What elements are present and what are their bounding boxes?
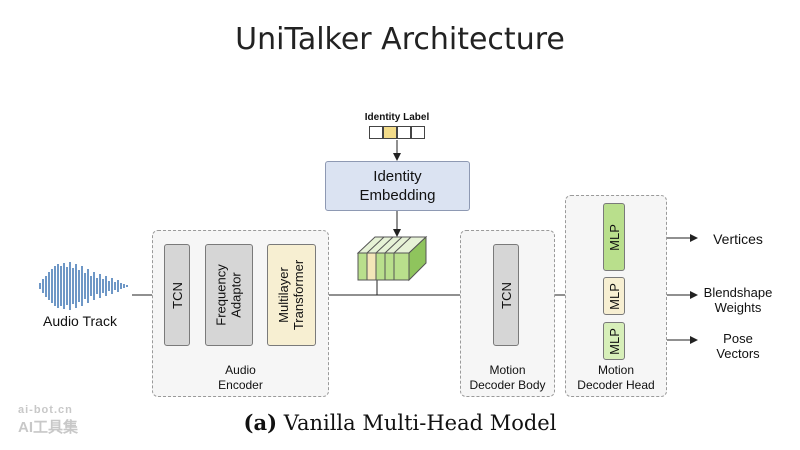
frequency-adaptor-label: Frequency Adaptor [214,264,244,325]
blendshape-line2: Weights [714,300,762,315]
tensor-junction [376,280,380,296]
decoder-tcn-block: TCN [493,244,519,346]
identity-cell-selected [383,126,397,139]
multilayer-transformer-line2: Transformer [291,259,307,331]
watermark-logo: ai-bot.cn AI工具集 [18,404,78,437]
motion-decoder-body-line2: Decoder Body [469,378,546,392]
audio-track-label: Audio Track [43,313,117,329]
audio-waveform-icon [39,262,128,310]
identity-embedding-line1: Identity [373,168,422,185]
watermark-line2: AI工具集 [18,419,79,436]
page-title: UniTalker Architecture [235,22,565,57]
pose-line1: Pose [723,331,753,346]
blendshape-output-label: Blendshape Weights [698,285,778,315]
motion-decoder-body-label: Motion Decoder Body [461,363,554,393]
mlp-label: MLP [606,282,622,310]
motion-decoder-head-label: Motion Decoder Head [566,363,666,393]
frequency-adaptor-line1: Frequency [214,264,230,326]
encoder-tcn-label: TCN [169,281,185,309]
caption-text: Vanilla Multi-Head Model [277,411,557,435]
watermark-line1: ai-bot.cn [18,404,73,416]
audio-encoder-label-line2: Encoder [218,378,263,392]
identity-tensor-icon [356,235,428,282]
identity-cell [369,126,383,139]
identity-cell [397,126,411,139]
multilayer-transformer-label: Multilayer Transformer [277,260,307,330]
caption-tag: (a) [243,410,278,435]
motion-decoder-head-line1: Motion [597,363,635,377]
mlp-label: MLP [606,223,622,251]
frequency-adaptor-line2: Adaptor [229,272,245,318]
blendshape-line1: Blendshape [703,285,773,300]
mlp-block-blendshape: MLP [603,277,625,315]
mlp-block-vertices: MLP [603,203,625,271]
motion-decoder-head-line2: Decoder Head [577,378,655,392]
frequency-adaptor-block: Frequency Adaptor [205,244,253,346]
identity-embedding-block: Identity Embedding [325,161,470,211]
decoder-tcn-label: TCN [498,281,514,309]
motion-decoder-body-line1: Motion [489,363,526,377]
identity-cell [411,126,425,139]
vertices-output-label: Vertices [713,231,763,247]
pose-line2: Vectors [716,346,760,361]
mlp-block-pose: MLP [603,322,625,360]
audio-encoder-label: Audio Encoder [153,363,328,393]
identity-label-title: Identity Label [364,112,430,123]
audio-encoder-label-line1: Audio [225,363,256,377]
pose-output-label: Pose Vectors [700,331,776,361]
mlp-label: MLP [606,327,622,355]
figure-caption: (a) Vanilla Multi-Head Model [0,410,800,435]
multilayer-transformer-block: Multilayer Transformer [267,244,316,346]
multilayer-transformer-line1: Multilayer [276,267,292,323]
encoder-tcn-block: TCN [164,244,190,346]
identity-embedding-line2: Embedding [359,187,436,204]
